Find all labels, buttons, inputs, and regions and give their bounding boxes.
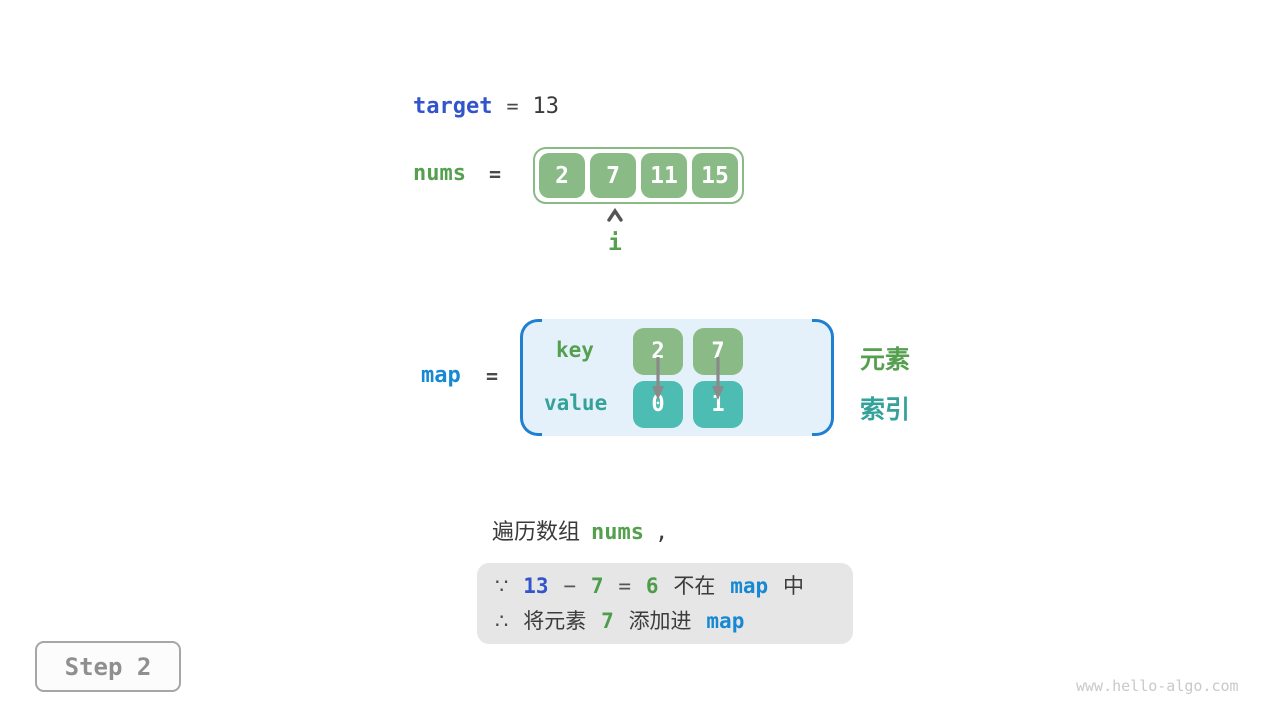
array-cell: 11: [641, 153, 687, 198]
target-value: 13: [532, 94, 560, 119]
array-cell: 7: [590, 153, 636, 198]
equals-sign: =: [489, 162, 502, 186]
note-line-2: ∴ 将元素 7 添加进 map: [495, 604, 853, 639]
key-row-label: key: [556, 338, 594, 362]
minuend-value: 13: [523, 574, 549, 598]
element-annotation-label: 元素: [860, 346, 911, 374]
key-to-value-arrow-icon: [651, 357, 665, 406]
index-pointer-label: i: [608, 230, 622, 256]
map-right-bracket: [812, 319, 834, 436]
nums-variable-label: nums: [413, 161, 466, 186]
equals-sign: =: [486, 364, 499, 388]
target-variable-label: target: [413, 94, 493, 119]
equals-sign: =: [506, 94, 519, 118]
map-variable-label: map: [421, 363, 461, 388]
step-badge-label: Step 2: [64, 652, 152, 681]
array-cell: 15: [692, 153, 738, 198]
value-row-label: value: [544, 391, 608, 415]
difference-value: 6: [645, 574, 659, 598]
in-suffix-text: 中: [782, 575, 804, 598]
equals-operator: =: [618, 574, 632, 598]
target-row: target = 13: [413, 94, 559, 119]
array-cell: 2: [539, 153, 585, 198]
step-badge: Step 2: [35, 641, 181, 692]
index-annotation-label: 索引: [860, 396, 911, 424]
therefore-symbol: ∴: [495, 610, 509, 633]
key-to-value-arrow-icon: [711, 357, 725, 406]
index-pointer-caret-icon: [605, 207, 625, 228]
map-code-token: map: [706, 609, 745, 633]
caption-text: 遍历数组: [492, 519, 581, 544]
minus-operator: −: [563, 574, 577, 598]
reasoning-note-box: ∵ 13 − 7 = 6 不在 map 中 ∴ 将元素 7 添加进 map: [477, 563, 853, 644]
subtrahend-value: 7: [590, 574, 604, 598]
caption-line: 遍历数组 nums ,: [492, 514, 668, 546]
watermark-text: www.hello-algo.com: [1076, 677, 1239, 695]
add-suffix-text: 添加进: [628, 610, 692, 633]
hash-map-container: key value 2 7 0 1: [520, 319, 834, 436]
element-value: 7: [601, 609, 614, 633]
map-left-bracket: [520, 319, 542, 436]
map-code-token: map: [730, 574, 769, 598]
add-prefix-text: 将元素: [523, 610, 587, 633]
nums-array-container: 2 7 11 15: [533, 147, 744, 204]
note-line-1: ∵ 13 − 7 = 6 不在 map 中: [495, 569, 853, 604]
caption-comma: ,: [655, 520, 669, 545]
not-in-text: 不在: [673, 575, 716, 598]
caption-nums-code: nums: [591, 520, 644, 545]
because-symbol: ∵: [495, 575, 509, 598]
